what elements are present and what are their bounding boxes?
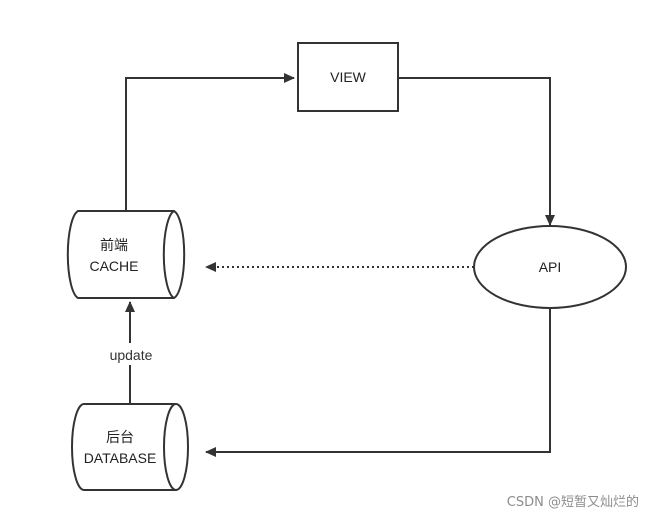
node-database-inner-curve bbox=[163, 403, 177, 491]
node-cache-label-line2: CACHE bbox=[89, 258, 138, 274]
node-database: 后台 DATABASE bbox=[71, 403, 189, 491]
node-api-label: API bbox=[539, 259, 562, 275]
edge-cache-to-view bbox=[125, 73, 295, 210]
edge-api-to-database bbox=[205, 307, 551, 457]
node-view-box bbox=[297, 42, 399, 112]
node-cache-label-line1: 前端 bbox=[100, 237, 128, 253]
node-cache-inner-curve bbox=[162, 210, 175, 299]
edge-view-to-api bbox=[398, 77, 555, 226]
watermark-text: CSDN @短暂又灿烂的 bbox=[506, 495, 639, 510]
node-view: VIEW bbox=[297, 42, 399, 112]
node-api: API bbox=[473, 225, 627, 309]
node-database-body bbox=[71, 403, 189, 491]
edge-label-background bbox=[100, 343, 162, 365]
edge-label-update: update bbox=[110, 347, 153, 363]
node-cache: 前端 CACHE bbox=[66, 210, 186, 299]
node-database-label-line2: DATABASE bbox=[84, 450, 157, 466]
node-view-label: VIEW bbox=[330, 69, 367, 85]
node-api-shape bbox=[473, 225, 627, 309]
node-database-label-line1: 后台 bbox=[106, 429, 134, 445]
